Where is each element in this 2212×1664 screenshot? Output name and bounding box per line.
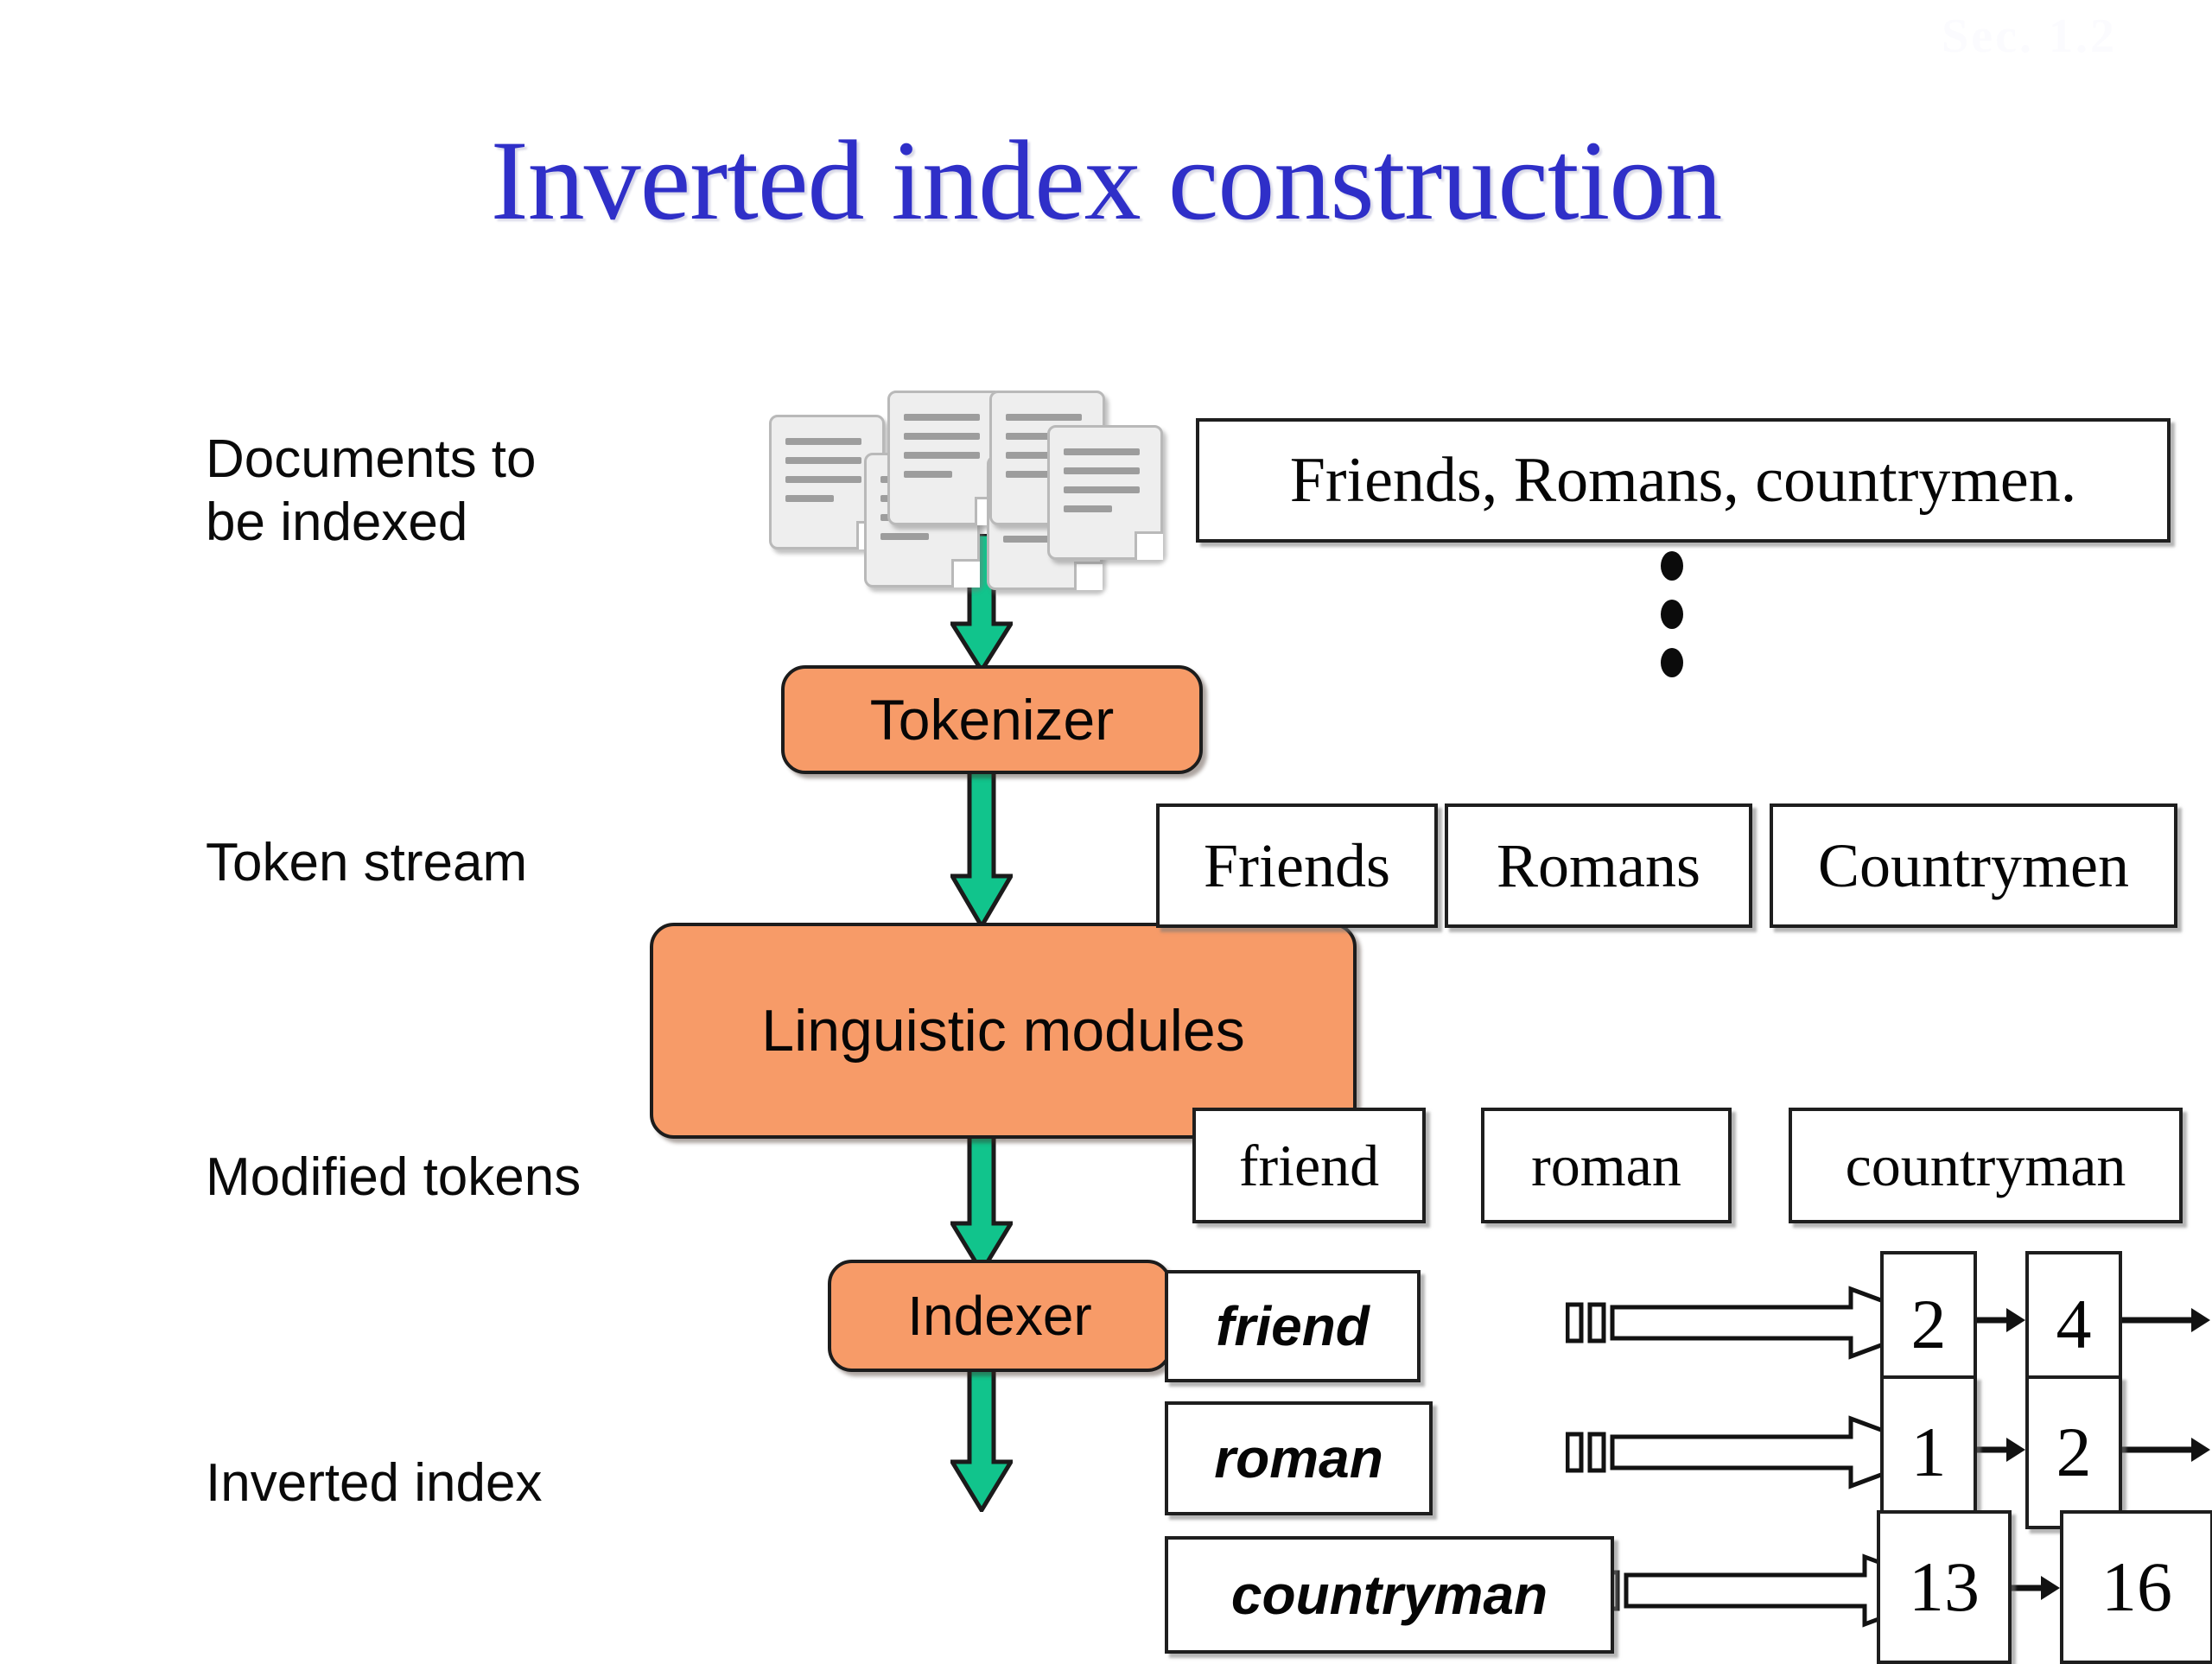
- process-tokenizer-label: Tokenizer: [869, 688, 1115, 752]
- modified-token-box: roman: [1481, 1108, 1732, 1223]
- process-tokenizer[interactable]: Tokenizer: [781, 665, 1203, 774]
- process-linguistic-modules[interactable]: Linguistic modules: [650, 923, 1357, 1139]
- stage-label-token-stream: Token stream: [206, 833, 528, 892]
- posting-tail-arrow-icon: [2115, 1432, 2212, 1467]
- token-box: Friends: [1156, 803, 1438, 928]
- posting-link-arrow-icon: [2005, 1571, 2060, 1605]
- modified-token-box: friend: [1192, 1108, 1426, 1223]
- posting-box: 13: [1877, 1510, 2012, 1664]
- postings-block-arrow-icon: [1565, 1415, 2015, 1489]
- posting-box: 2: [2025, 1375, 2122, 1529]
- section-tag: Sec. 1.2: [1942, 10, 2117, 63]
- dictionary-term-box: friend: [1165, 1270, 1421, 1382]
- modified-token-box: countryman: [1789, 1108, 2183, 1223]
- flow-arrow-indexer-to-index: [948, 1361, 1015, 1515]
- posting-box: 1: [1880, 1375, 1977, 1529]
- posting-link-arrow-icon: [1970, 1432, 2025, 1467]
- process-indexer[interactable]: Indexer: [828, 1260, 1172, 1372]
- page-title: Inverted index construction: [490, 117, 1723, 244]
- vertical-ellipsis-icon: [1661, 551, 1683, 696]
- document-stack-icon: [769, 391, 1163, 590]
- process-indexer-label: Indexer: [907, 1285, 1092, 1347]
- stage-label-modified-tokens: Modified tokens: [206, 1147, 582, 1207]
- posting-box: 16: [2060, 1510, 2212, 1664]
- dictionary-term-box: countryman: [1165, 1536, 1614, 1654]
- flow-arrow-linguistic-to-indexer: [948, 1119, 1015, 1276]
- flow-arrow-tokenizer-to-linguistic: [948, 765, 1015, 930]
- stage-label-inverted-index: Inverted index: [206, 1453, 543, 1513]
- posting-link-arrow-icon: [1970, 1303, 2025, 1337]
- token-box: Romans: [1445, 803, 1752, 928]
- process-linguistic-modules-label: Linguistic modules: [761, 998, 1245, 1064]
- token-box: Countrymen: [1770, 803, 2177, 928]
- posting-tail-arrow-icon: [2115, 1303, 2212, 1337]
- dictionary-term-box: roman: [1165, 1401, 1433, 1515]
- document-sample-box: Friends, Romans, countrymen.: [1196, 418, 2171, 543]
- stage-label-documents: Documents to be indexed: [206, 429, 537, 553]
- posting-box: 4: [2025, 1251, 2122, 1398]
